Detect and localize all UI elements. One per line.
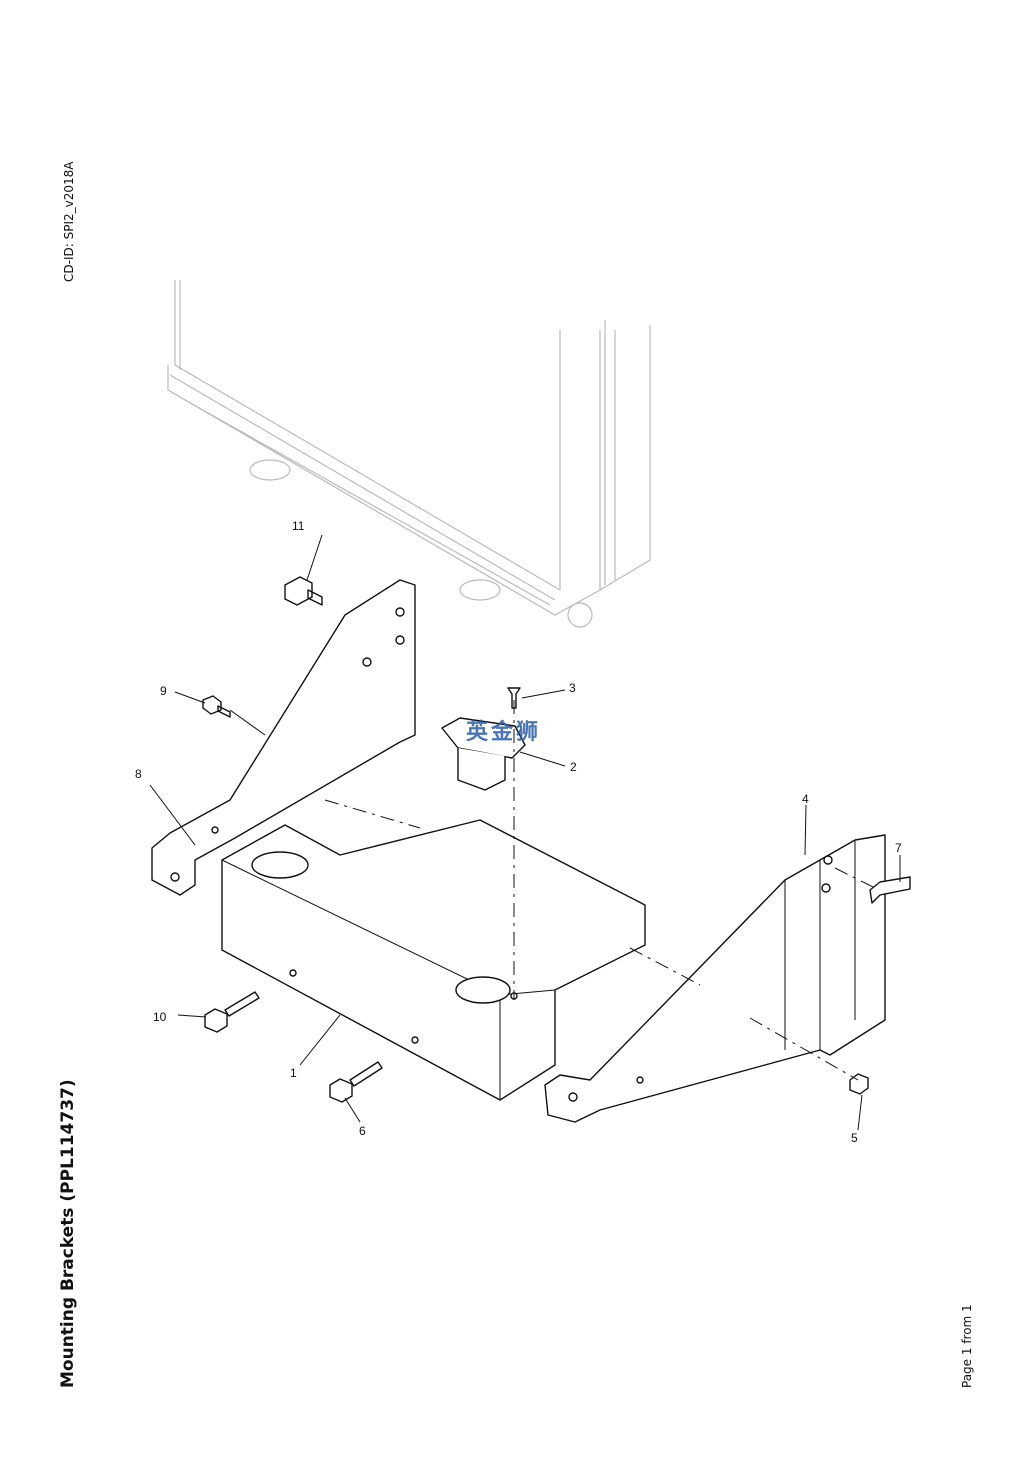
bolt-5 bbox=[849, 1073, 869, 1095]
callout-11: 11 bbox=[292, 519, 305, 533]
bracket-left bbox=[151, 579, 416, 896]
callout-6: 6 bbox=[359, 1124, 366, 1138]
watermark: 英金狮 bbox=[466, 720, 542, 745]
callout-2: 2 bbox=[570, 760, 577, 774]
radiator-ghost bbox=[167, 280, 651, 628]
bolt-11 bbox=[284, 576, 323, 606]
callout-3: 3 bbox=[569, 681, 576, 695]
mounting-box bbox=[221, 819, 646, 1101]
bracket-right bbox=[544, 834, 886, 1123]
callout-7: 7 bbox=[895, 841, 902, 855]
callout-10: 10 bbox=[153, 1010, 167, 1024]
screw-3 bbox=[507, 687, 521, 709]
bolt-9 bbox=[202, 695, 231, 718]
callout-1: 1 bbox=[290, 1066, 297, 1080]
callout-9: 9 bbox=[160, 684, 167, 698]
bolt-7 bbox=[869, 876, 911, 904]
callout-5: 5 bbox=[851, 1131, 858, 1145]
bolt-6 bbox=[329, 1061, 383, 1103]
callout-8: 8 bbox=[135, 767, 142, 781]
bolt-10 bbox=[204, 991, 260, 1033]
callout-4: 4 bbox=[802, 792, 809, 806]
